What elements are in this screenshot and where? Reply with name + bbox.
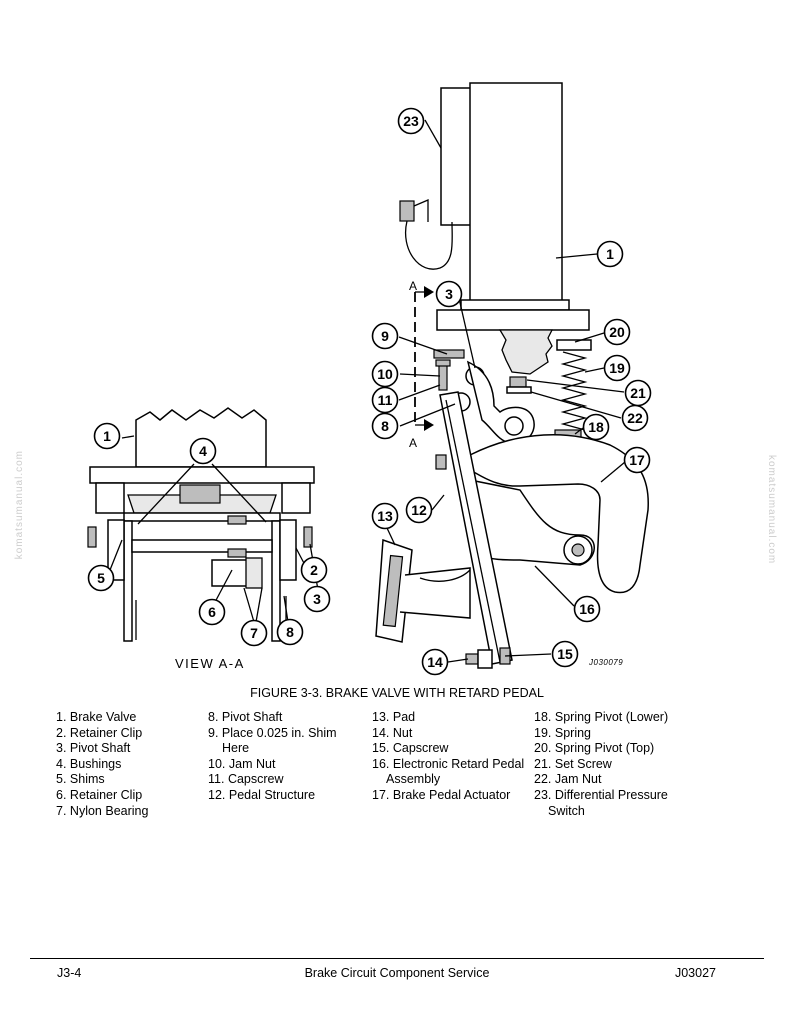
legend-item: 2. Retainer Clip: [56, 725, 143, 740]
view-aa-callout-3: 3: [303, 585, 331, 613]
svg-text:8: 8: [381, 418, 389, 434]
view-aa-callout-8: 8: [276, 618, 304, 646]
legend-item: 6. Retainer Clip: [56, 787, 143, 802]
svg-text:3: 3: [445, 286, 453, 302]
legend-item: 8. Pivot Shaft: [208, 710, 283, 724]
svg-text:3: 3: [313, 591, 321, 607]
svg-text:14: 14: [427, 654, 443, 670]
svg-text:4: 4: [199, 443, 207, 459]
legend-column-1: 1. Brake Valve 2. Retainer Clip 3. Pivot…: [56, 710, 206, 819]
callout-23: 23: [397, 107, 425, 135]
svg-text:22: 22: [627, 410, 643, 426]
callout-13: 13: [371, 502, 399, 530]
callout-10: 10: [371, 360, 399, 388]
legend-item: 10. Jam Nut: [208, 756, 276, 771]
legend-item: 23. Differential Pressure Switch: [534, 787, 668, 818]
svg-text:1: 1: [606, 246, 614, 262]
svg-text:16: 16: [579, 601, 595, 617]
svg-text:8: 8: [286, 624, 294, 640]
callout-20: 20: [603, 318, 631, 346]
legend-item: 11. Capscrew: [208, 772, 284, 787]
svg-text:11: 11: [378, 392, 393, 408]
section-marker-bottom: A: [409, 436, 418, 450]
svg-text:18: 18: [588, 419, 604, 435]
svg-text:21: 21: [630, 385, 646, 401]
legend-item: 1. Brake Valve: [56, 710, 137, 724]
callout-22: 22: [621, 404, 649, 432]
callout-19: 19: [603, 354, 631, 382]
drawing-code: J030079: [589, 658, 624, 667]
svg-text:10: 10: [377, 366, 393, 382]
watermark-left: komatsumanual.com: [14, 450, 25, 560]
view-aa-callout-6: 6: [198, 598, 226, 626]
legend-item: 3. Pivot Shaft: [56, 741, 131, 756]
footer-section-title: Brake Circuit Component Service: [304, 966, 490, 980]
svg-text:5: 5: [97, 570, 105, 586]
callout-8: 8: [371, 412, 399, 440]
footer-page-number: J3-4: [57, 966, 82, 980]
callout-21: 21: [624, 379, 652, 407]
view-aa-callout-1: 1: [93, 422, 121, 450]
legend-item: 13. Pad: [372, 710, 416, 724]
footer-doc-code: J03027: [674, 966, 716, 980]
svg-text:9: 9: [381, 328, 389, 344]
view-aa-callout-4: 4: [189, 437, 217, 465]
legend-item: 19. Spring: [534, 725, 592, 740]
legend-column-2: 8. Pivot Shaft 9. Place 0.025 in. Shim H…: [208, 710, 364, 804]
svg-text:23: 23: [403, 113, 419, 129]
main-view-callouts: 23 1 3 20 9 19 10 21 11 22 8 18 17 12 13…: [371, 107, 652, 676]
legend-item: 16. Electronic Retard Pedal Assembly: [372, 756, 525, 787]
legend-item: 5. Shims: [56, 772, 105, 787]
legend-item: 15. Capscrew: [372, 741, 449, 756]
figure-caption: FIGURE 3-3. BRAKE VALVE WITH RETARD PEDA…: [250, 686, 544, 700]
legend-item: 7. Nylon Bearing: [56, 803, 149, 818]
watermark-right: komatsumanual.com: [766, 455, 777, 565]
view-aa-callout-2: 2: [300, 556, 328, 584]
footer-rule: [30, 958, 764, 959]
callout-18: 18: [582, 413, 610, 441]
svg-text:13: 13: [377, 508, 393, 524]
legend-item: 18. Spring Pivot (Lower): [534, 710, 669, 724]
view-aa-drawing: [87, 407, 319, 642]
legend-item: 12. Pedal Structure: [208, 787, 316, 802]
legend-item: 4. Bushings: [56, 756, 122, 771]
main-view-drawing: [375, 82, 649, 669]
section-marker-top: A: [409, 279, 418, 293]
legend-item: 9. Place 0.025 in. Shim Here: [208, 725, 337, 756]
svg-text:12: 12: [411, 502, 427, 518]
callout-17: 17: [623, 446, 651, 474]
legend-item: 22. Jam Nut: [534, 772, 602, 787]
callout-1: 1: [596, 240, 624, 268]
svg-text:7: 7: [250, 625, 258, 641]
callout-9: 9: [371, 322, 399, 350]
legend-column-3: 13. Pad 14. Nut 15. Capscrew 16. Electro…: [372, 710, 532, 804]
callout-16: 16: [573, 595, 601, 623]
svg-text:19: 19: [609, 360, 625, 376]
legend-item: 17. Brake Pedal Actuator: [372, 787, 511, 802]
brake-valve-figure: 23 1 3 20 9 19 10 21 11 22 8 18 17 12 13…: [87, 82, 652, 676]
callout-14: 14: [421, 648, 449, 676]
legend-column-4: 18. Spring Pivot (Lower) 19. Spring 20. …: [534, 710, 694, 819]
view-aa-callout-5: 5: [87, 564, 115, 592]
legend-item: 14. Nut: [372, 725, 413, 740]
svg-text:20: 20: [609, 324, 625, 340]
view-aa-callout-7: 7: [240, 619, 268, 647]
legend-item: 21. Set Screw: [534, 756, 612, 771]
svg-text:15: 15: [557, 646, 573, 662]
svg-text:2: 2: [310, 562, 318, 578]
svg-text:6: 6: [208, 604, 216, 620]
callout-3: 3: [435, 280, 463, 308]
callout-12: 12: [405, 496, 433, 524]
callout-11: 11: [371, 386, 399, 414]
view-label: VIEW A-A: [175, 656, 245, 671]
legend-item: 20. Spring Pivot (Top): [534, 741, 655, 756]
svg-text:1: 1: [103, 428, 111, 444]
svg-text:17: 17: [629, 452, 645, 468]
callout-15: 15: [551, 640, 579, 668]
view-aa-callouts: 1 4 5 2 3 6 7 8: [87, 422, 331, 647]
